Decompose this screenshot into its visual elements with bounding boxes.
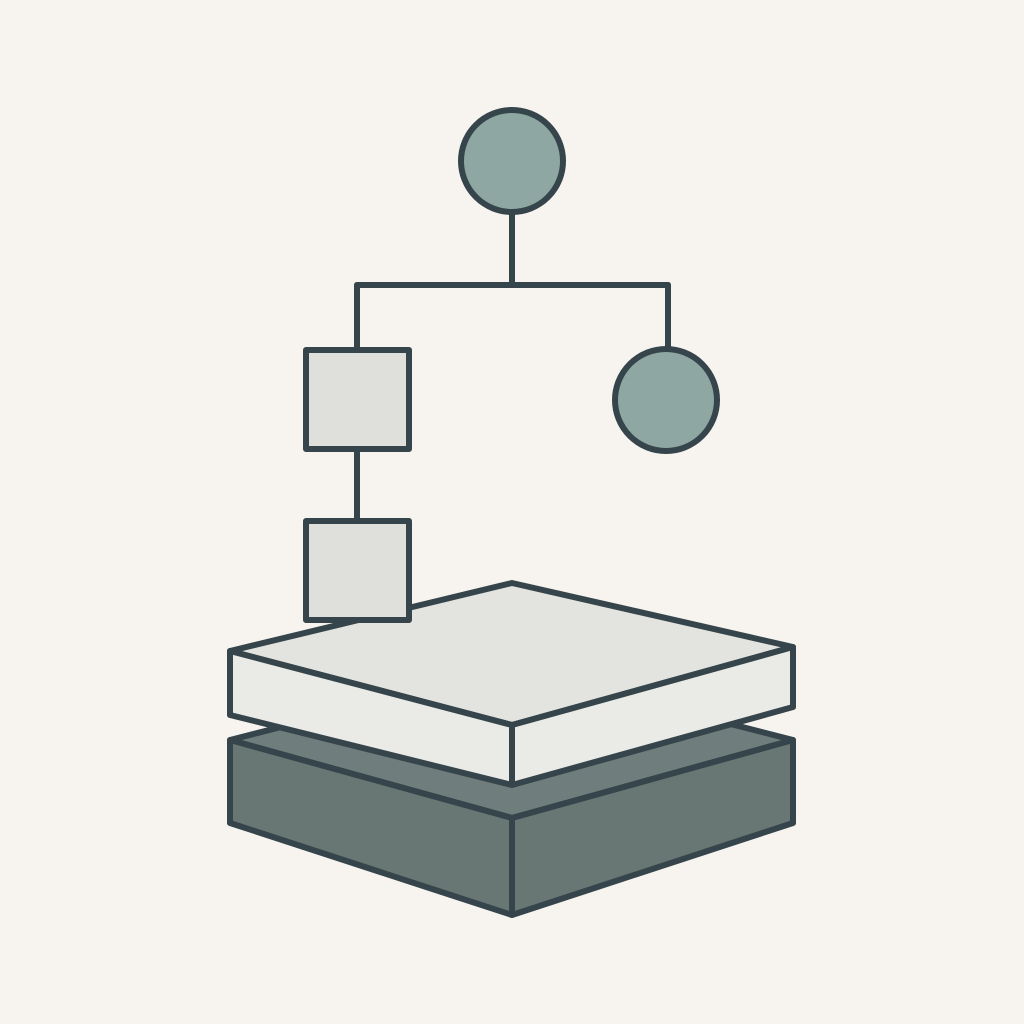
hierarchy-nodes bbox=[303, 107, 720, 623]
left-lower-node-square bbox=[303, 518, 412, 623]
right-node-circle bbox=[612, 346, 720, 454]
root-node-circle bbox=[458, 107, 566, 215]
connector-lines bbox=[354, 209, 671, 524]
left-upper-node-square bbox=[303, 347, 412, 452]
top-slab-right-face bbox=[509, 644, 796, 788]
base-block-right-face bbox=[509, 737, 796, 918]
